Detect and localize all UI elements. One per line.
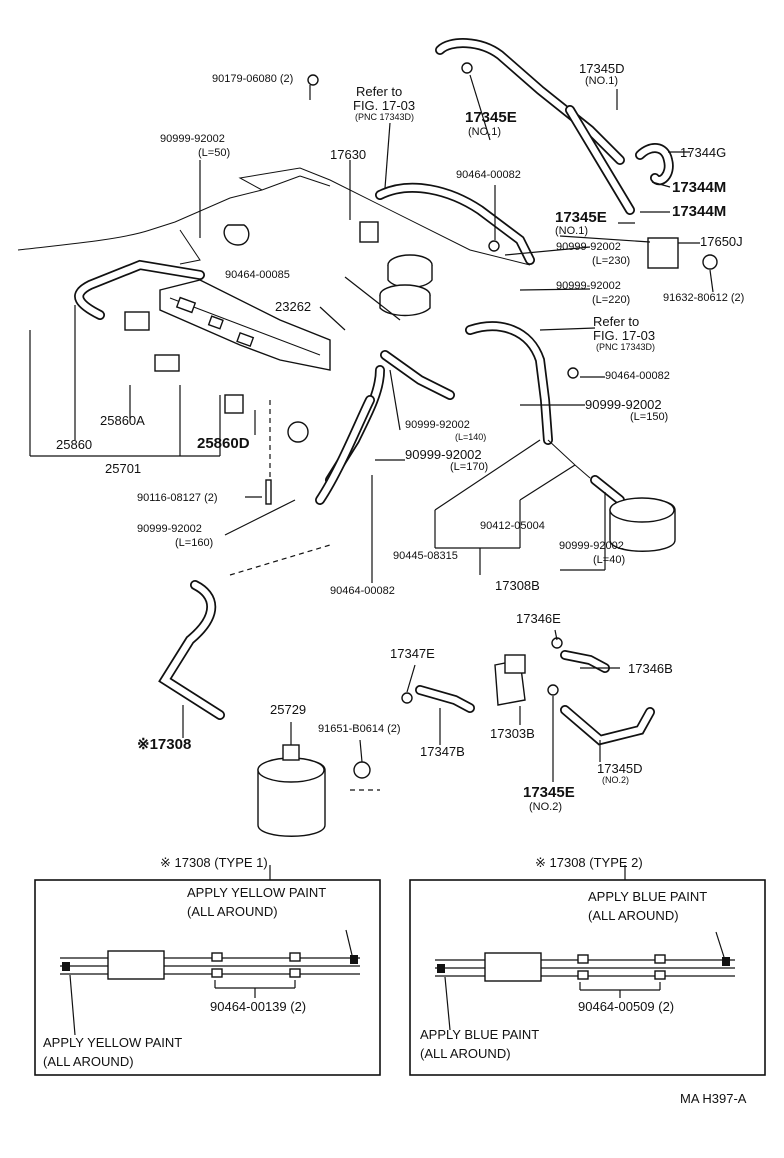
type2-bottom-note: APPLY BLUE PAINT <box>420 1027 540 1042</box>
label-17346E: 17346E <box>516 611 561 626</box>
label-25701: 25701 <box>105 461 142 476</box>
label-17630: 17630 <box>330 147 367 162</box>
label-90999-l50-len: (L=50) <box>198 147 231 159</box>
label-90999-l220: 90999-92002 <box>556 280 621 292</box>
type2-bottom-note-sub: (ALL AROUND) <box>420 1046 511 1061</box>
type1-title: ※ 17308 (TYPE 1) <box>160 855 268 870</box>
label-90116: 90116-08127 (2) <box>137 492 218 504</box>
label-90464-b: 90464-00082 <box>605 370 670 382</box>
label-90999-l150-len: (L=150) <box>630 411 669 423</box>
type2-title: ※ 17308 (TYPE 2) <box>535 855 643 870</box>
label-17345E-3-no: (NO.2) <box>529 801 562 813</box>
label-90999-l170-len: (L=170) <box>450 461 489 473</box>
label-90464-85: 90464-00085 <box>225 269 290 281</box>
label-17308: ※17308 <box>137 736 192 753</box>
leader-lines <box>29 74 714 880</box>
label-90999-l50: 90999-92002 <box>160 133 225 145</box>
label-90412: 90412-05004 <box>480 520 545 532</box>
label-90999-l220-len: (L=220) <box>592 294 631 306</box>
label-90999-l170: 90999-92002 <box>405 447 482 462</box>
label-17345E-1: 17345E <box>465 109 517 126</box>
type1-box <box>34 879 381 1076</box>
type2-box <box>409 879 766 1076</box>
label-17345E-2-no: (NO.1) <box>555 225 588 237</box>
label-17345D-2-no: (NO.2) <box>602 775 629 785</box>
label-17344M-2: 17344M <box>672 203 727 220</box>
label-91651: 91651-B0614 (2) <box>318 723 401 735</box>
label-17345D-2: 17345D <box>597 761 643 776</box>
type1-top-note: APPLY YELLOW PAINT <box>187 885 327 900</box>
label-90179: 90179-06080 (2) <box>212 73 294 85</box>
label-refer1-fig: FIG. 17-03 <box>353 98 416 113</box>
type1-top-note-sub: (ALL AROUND) <box>187 904 278 919</box>
label-90999-l140-len: (L=140) <box>455 432 487 442</box>
label-90999-l230-len: (L=230) <box>592 255 631 267</box>
label-90464-a: 90464-00082 <box>456 169 521 181</box>
label-17345E-2: 17345E <box>555 209 607 226</box>
label-90999-l160: 90999-92002 <box>137 523 202 535</box>
label-17345D-1-no: (NO.1) <box>585 75 618 87</box>
label-90999-l150: 90999-92002 <box>585 397 662 412</box>
type2-top-note: APPLY BLUE PAINT <box>588 889 708 904</box>
type2-top-note-sub: (ALL AROUND) <box>588 908 679 923</box>
components <box>124 62 718 837</box>
type2-part: 90464-00509 (2) <box>578 999 675 1014</box>
label-refer2: Refer to <box>593 314 640 329</box>
label-23262: 23262 <box>275 299 312 314</box>
label-25860D: 25860D <box>197 435 250 452</box>
label-17346B: 17346B <box>628 661 673 676</box>
type1-bottom-note-sub: (ALL AROUND) <box>43 1054 134 1069</box>
label-25729: 25729 <box>270 702 307 717</box>
label-refer1-pnc: (PNC 17343D) <box>355 112 415 122</box>
manifold-block <box>159 279 331 371</box>
label-90999-l160-len: (L=160) <box>175 537 214 549</box>
label-90999-l40: 90999-92002 <box>559 540 624 552</box>
label-17347B: 17347B <box>420 744 465 759</box>
label-17347E: 17347E <box>390 646 435 661</box>
label-refer2-fig: FIG. 17-03 <box>593 328 656 343</box>
label-17344M-1: 17344M <box>672 179 727 196</box>
label-17345E-1-no: (NO.1) <box>468 126 501 138</box>
label-25860A: 25860A <box>100 413 145 428</box>
label-91632: 91632-80612 (2) <box>663 292 745 304</box>
label-17345E-3: 17345E <box>523 784 575 801</box>
engine-outline <box>17 167 531 266</box>
type1-bottom-note: APPLY YELLOW PAINT <box>43 1035 183 1050</box>
label-17308B: 17308B <box>495 578 540 593</box>
label-25860: 25860 <box>56 437 93 452</box>
label-refer2-pnc: (PNC 17343D) <box>596 342 656 352</box>
type1-part: 90464-00139 (2) <box>210 999 307 1014</box>
label-17303B: 17303B <box>490 726 535 741</box>
label-90999-l230: 90999-92002 <box>556 241 621 253</box>
label-90464-c: 90464-00082 <box>330 585 395 597</box>
diagram-code: MA H397-A <box>680 1091 747 1106</box>
label-17345D-1: 17345D <box>579 61 625 76</box>
label-17650J: 17650J <box>700 234 743 249</box>
label-90999-l140: 90999-92002 <box>405 419 470 431</box>
label-17344G: 17344G <box>680 145 727 160</box>
label-90445: 90445-08315 <box>393 550 458 562</box>
label-refer1: Refer to <box>356 84 403 99</box>
label-90999-l40-len: (L=40) <box>593 554 626 566</box>
hose-lines <box>74 38 674 746</box>
